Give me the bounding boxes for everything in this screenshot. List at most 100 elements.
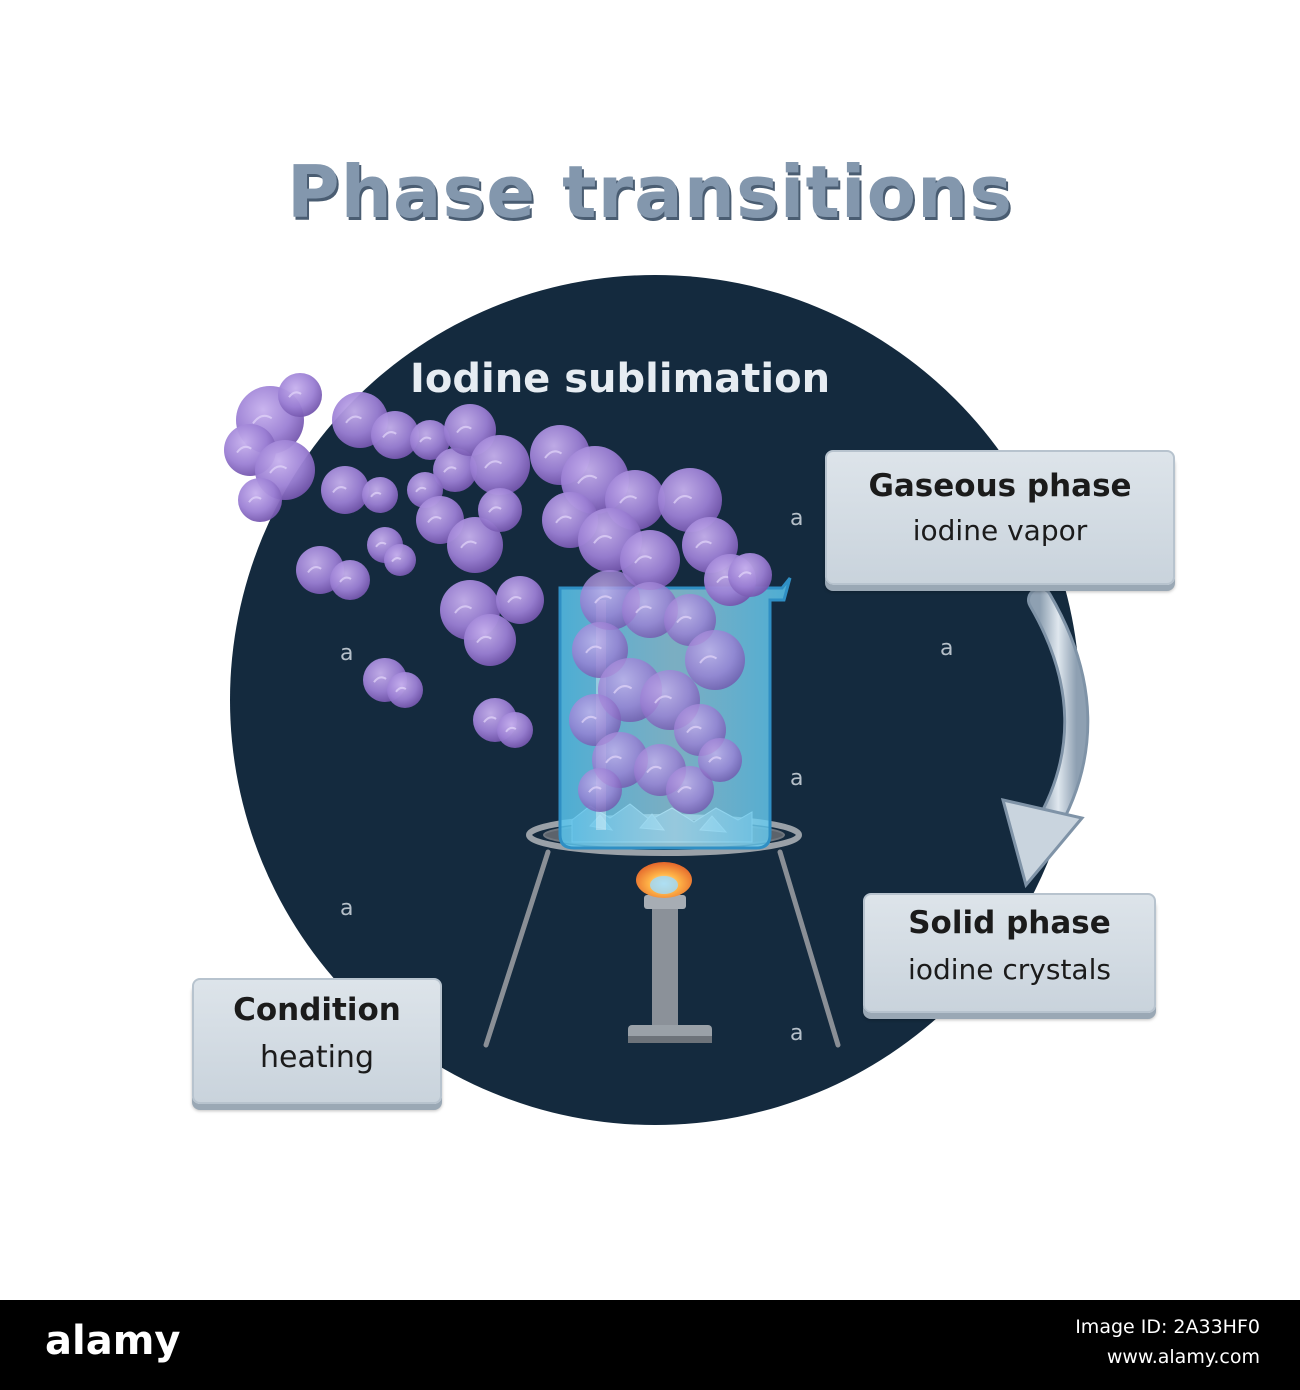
vapor-puff	[278, 373, 322, 417]
solid-phase-text: iodine crystals	[908, 953, 1111, 986]
vapor-highlight	[505, 726, 517, 733]
vapor-highlight	[419, 436, 432, 443]
vapor-highlight	[391, 557, 402, 563]
vapor-puff	[578, 768, 622, 812]
vapor-highlight	[708, 756, 722, 763]
vapor-puff	[464, 614, 516, 666]
vapor-puff	[371, 411, 419, 459]
diagram: a a a a a a	[192, 150, 1175, 1125]
condition-heading: Condition	[233, 992, 401, 1028]
vapor-highlight	[484, 460, 503, 469]
vapor-highlight	[460, 540, 477, 549]
vapor-highlight	[555, 515, 572, 524]
vapor-puff	[658, 468, 722, 532]
vapor-puff	[433, 448, 477, 492]
vapor-highlight	[605, 755, 622, 764]
vapor-highlight	[654, 695, 673, 704]
vapor-highlight	[544, 450, 563, 459]
vapor-puff	[238, 478, 282, 522]
watermark-bar: alamy Image ID: 2A33HF0 www.alamy.com	[0, 1300, 1300, 1390]
svg-text:a: a	[790, 766, 803, 791]
vapor-highlight	[635, 605, 652, 614]
vapor-highlight	[248, 496, 262, 503]
svg-text:a: a	[790, 1021, 803, 1046]
vapor-highlight	[673, 495, 693, 504]
vapor-puff	[362, 477, 398, 513]
vapor-highlight	[738, 571, 752, 578]
watermark-logo: alamy	[45, 1318, 181, 1364]
svg-text:a: a	[340, 641, 353, 666]
vapor-highlight	[456, 425, 472, 434]
vapor-highlight	[395, 686, 407, 693]
vapor-highlight	[619, 495, 638, 504]
svg-text:a: a	[340, 896, 353, 921]
vapor-highlight	[427, 516, 442, 524]
vapor-puff	[330, 560, 370, 600]
vapor-puff	[685, 630, 745, 690]
solid-phase-label: Solid phase iodine crystals	[863, 893, 1156, 1013]
vapor-highlight	[382, 431, 397, 439]
vapor-puff	[384, 544, 416, 576]
vapor-puff	[497, 712, 533, 748]
vapor-highlight	[339, 576, 352, 583]
vapor-highlight	[307, 566, 322, 574]
vapor-highlight	[577, 474, 598, 485]
watermark-url: www.alamy.com	[1106, 1346, 1260, 1368]
vapor-highlight	[695, 540, 712, 549]
watermark-marks: a a a a a a	[340, 506, 953, 1046]
solid-phase-heading: Solid phase	[908, 905, 1111, 941]
watermark-image-id: Image ID: 2A33HF0	[1075, 1316, 1260, 1338]
vapor-puff	[496, 576, 544, 624]
vapor-highlight	[370, 491, 382, 498]
vapor-puff	[698, 738, 742, 782]
burner-icon	[628, 895, 712, 1043]
flame-icon	[636, 862, 692, 898]
svg-text:a: a	[940, 636, 953, 661]
vapor-highlight	[613, 685, 633, 694]
vapor-highlight	[252, 414, 273, 425]
vapor-highlight	[373, 676, 387, 683]
curved-arrow-icon	[1000, 587, 1090, 889]
vapor-highlight	[676, 615, 692, 624]
condition-text: heating	[259, 1040, 374, 1075]
vapor-highlight	[593, 535, 613, 544]
vapor-highlight	[594, 595, 613, 604]
vapor-puff	[387, 672, 423, 708]
vapor-highlight	[588, 786, 602, 793]
vapor-highlight	[488, 506, 502, 513]
vapor-highlight	[507, 596, 522, 604]
vapor-highlight	[585, 645, 602, 654]
vapor-puff	[321, 466, 369, 514]
vapor-highlight	[269, 465, 288, 474]
vapor-highlight	[288, 391, 302, 398]
vapor-puff	[620, 530, 680, 590]
vapor-highlight	[483, 716, 497, 723]
vapor-puff	[447, 517, 503, 573]
vapor-puff	[410, 420, 450, 460]
vapor-highlight	[581, 715, 597, 724]
vapor-highlight	[699, 655, 718, 664]
vapor-highlight	[236, 445, 252, 454]
vapor-highlight	[332, 486, 347, 494]
vapor-highlight	[646, 765, 662, 774]
vapor-puff	[470, 435, 530, 495]
watermark-id: Image ID: 2A33HF0 www.alamy.com	[1075, 1312, 1260, 1372]
page-title: Phase transitions	[286, 150, 1014, 234]
vapor-highlight	[677, 786, 692, 794]
vapor-puff	[728, 553, 772, 597]
vapor-highlight	[375, 541, 387, 548]
vapor-cloud-icon	[224, 373, 772, 814]
diagram-subtitle: Iodine sublimation	[410, 356, 831, 402]
gaseous-phase-label: Gaseous phase iodine vapor	[825, 450, 1175, 585]
vapor-highlight	[345, 415, 362, 424]
vapor-puff	[622, 582, 678, 638]
vapor-highlight	[415, 486, 427, 493]
vapor-puff	[569, 694, 621, 746]
gaseous-phase-text: iodine vapor	[912, 514, 1088, 547]
vapor-puff	[478, 488, 522, 532]
vapor-highlight	[443, 466, 457, 473]
condition-label: Condition heating	[192, 978, 442, 1104]
gaseous-phase-heading: Gaseous phase	[868, 468, 1132, 504]
svg-text:a: a	[790, 506, 803, 531]
vapor-highlight	[476, 635, 492, 644]
